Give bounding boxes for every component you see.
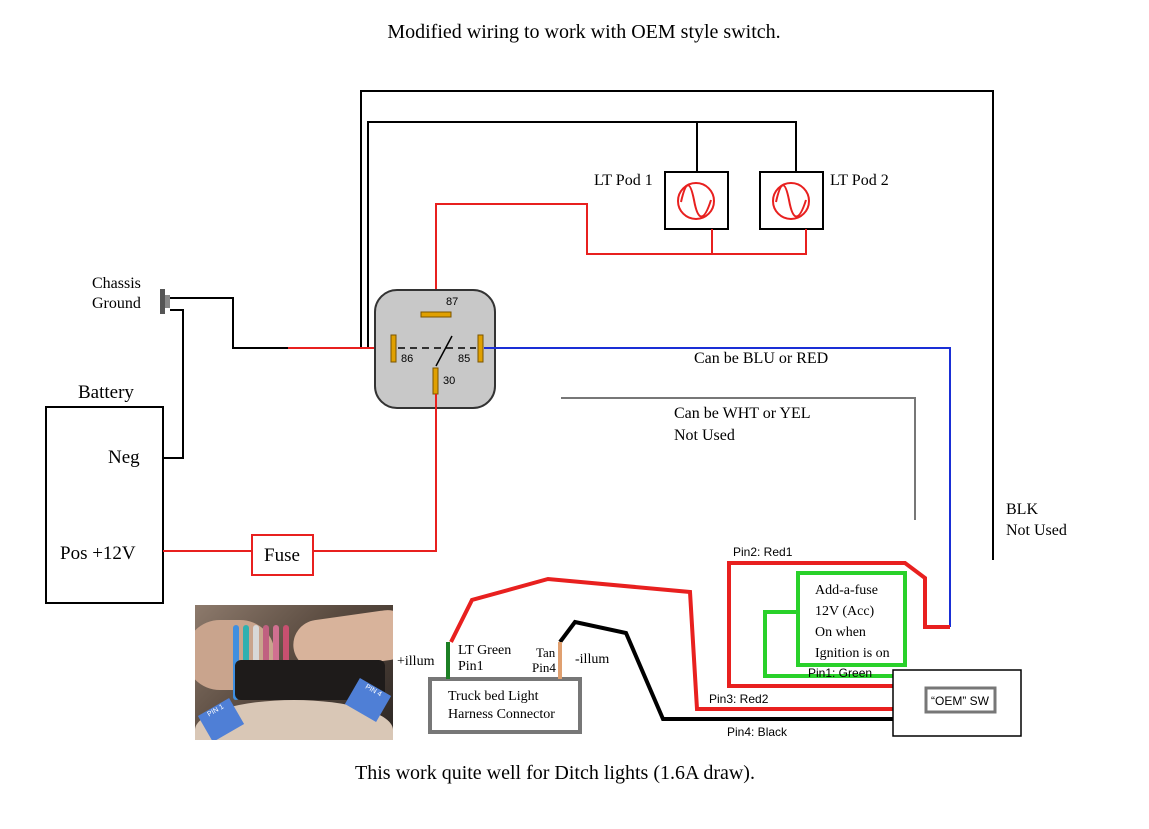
harness-minus-illum: -illum (575, 652, 609, 667)
add-a-fuse-line1: Add-a-fuse (815, 583, 878, 598)
diagram-title: Modified wiring to work with OEM style s… (387, 21, 780, 43)
pod2-label: LT Pod 2 (830, 172, 889, 189)
harness-pin1-line1: LT Green (458, 643, 511, 658)
add-a-fuse-box (796, 571, 907, 667)
fuse-label: Fuse (264, 545, 300, 566)
grey-wire-unused (561, 397, 916, 520)
red-wire-pin2 (727, 561, 950, 688)
add-a-fuse-line2: 12V (Acc) (815, 604, 875, 619)
relay-pin-85-label: 85 (458, 353, 470, 365)
ground-label-line1: Chassis (92, 275, 141, 292)
harness-line2: Harness Connector (448, 707, 555, 722)
relay-pin-87 (420, 311, 452, 318)
ground-symbol-icon (160, 289, 165, 314)
harness-pin4-line2: Pin4 (532, 660, 556, 675)
blk-wire-note-line1: BLK (1006, 501, 1038, 518)
add-a-fuse-line3: On when (815, 625, 866, 640)
green-wire-pin1 (763, 610, 893, 678)
red-wire-87 (435, 203, 807, 316)
relay-pin-30-label: 30 (443, 375, 455, 387)
harness-pin4-line1: Tan (536, 645, 556, 660)
black-wire-pods (367, 121, 797, 348)
blk-wire-note-line2: Not Used (1006, 522, 1067, 539)
relay-pin-87-label: 87 (446, 296, 458, 308)
lamp-icon (772, 182, 810, 220)
lamp-filament-icon (775, 184, 807, 218)
diagram-caption: This work quite well for Ditch lights (1… (355, 762, 755, 784)
pod1-label: LT Pod 1 (594, 172, 653, 189)
switch-pin4-label: Pin4: Black (727, 725, 788, 739)
lamp-filament-icon (680, 184, 712, 218)
battery-neg-label: Neg (108, 447, 140, 468)
battery (45, 406, 164, 604)
ground-symbol-icon (165, 295, 170, 308)
relay-contact (435, 335, 453, 367)
ground-wire-relay (170, 297, 290, 349)
relay-pin-85 (477, 334, 484, 363)
blk-wire-outer (360, 90, 994, 560)
ground-wire-battery (163, 309, 184, 459)
ground-label-line2: Ground (92, 295, 141, 312)
harness-connector (428, 677, 582, 734)
blue-wire-note: Can be BLU or RED (694, 350, 828, 367)
connector-photo: PIN 1 PIN 4 (195, 605, 393, 740)
harness-plus-illum: +illum (397, 654, 435, 669)
lamp-icon (677, 182, 715, 220)
relay-pin-86-label: 86 (401, 353, 413, 365)
blue-wire-85 (484, 347, 951, 627)
red-wire-fuse-30 (313, 394, 437, 552)
relay-pin-86 (390, 334, 397, 363)
red-wire-pin3 (449, 576, 893, 711)
white-wire-note-line2: Not Used (674, 427, 735, 444)
white-wire-note-line1: Can be WHT or YEL (674, 405, 811, 422)
battery-label: Battery (78, 382, 134, 403)
add-a-fuse-line4: Ignition is on (815, 646, 890, 661)
switch-pin3-label: Pin3: Red2 (709, 692, 769, 706)
black-wire-pin4 (558, 619, 893, 721)
relay-pin-30 (432, 367, 439, 395)
battery-pos-label: Pos +12V (60, 543, 136, 564)
harness-pin1-line2: Pin1 (458, 659, 484, 674)
switch-pin1-label: Pin1: Green (808, 666, 872, 680)
fuse (251, 534, 314, 576)
oem-switch-label-box (924, 686, 997, 714)
switch-pin2-label: Pin2: Red1 (733, 545, 793, 559)
harness-line1: Truck bed Light (448, 689, 539, 704)
oem-switch-label: “OEM” SW (931, 694, 990, 708)
